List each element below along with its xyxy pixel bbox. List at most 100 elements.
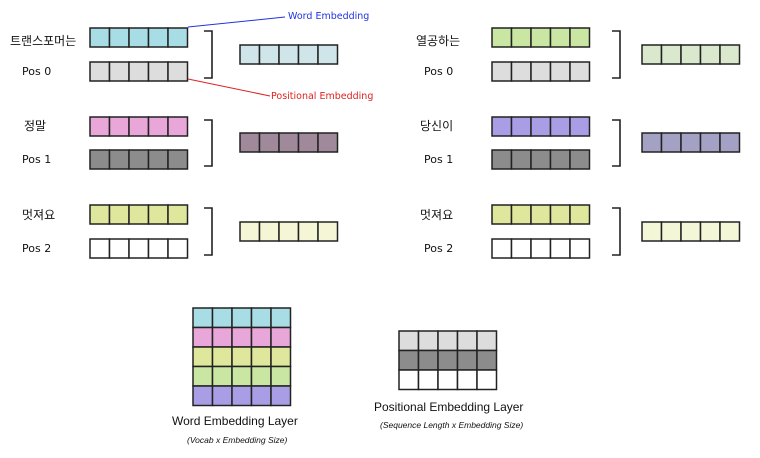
left-pos-vector-0-cell xyxy=(108,61,130,82)
right-word-vector-1-cell xyxy=(569,116,591,137)
word-layer-row-3-cell xyxy=(192,365,214,387)
right-word-vector-2-cell xyxy=(530,204,552,225)
positional-embedding-annotation: Positional Embedding xyxy=(271,91,374,102)
left-pos-vector-0-cell xyxy=(167,61,189,82)
left-word-vector-2-cell xyxy=(167,204,189,225)
positional-layer-row-1-cell xyxy=(456,349,478,371)
positional-layer-row-2-cell xyxy=(456,369,478,391)
word-layer-row-2-cell xyxy=(231,346,253,368)
positional-layer-row-0-cell xyxy=(437,330,459,352)
word-layer-row-4 xyxy=(192,385,292,407)
word-layer-row-0-cell xyxy=(270,307,292,329)
left-sum-vector-2-cell xyxy=(317,221,339,242)
left-word-vector-1-cell xyxy=(147,116,169,137)
word-layer-row-4-cell xyxy=(250,385,272,407)
word-layer-row-3-cell xyxy=(211,365,233,387)
word-layer-row-0 xyxy=(192,307,292,329)
right-sum-vector-0-cell xyxy=(641,44,663,65)
left-pos-vector-0-cell xyxy=(128,61,150,82)
left-sum-vector-2-cell xyxy=(258,221,280,242)
right-pos-vector-1-cell xyxy=(491,149,513,170)
positional-layer-row-1-cell xyxy=(437,349,459,371)
word-layer-row-2-cell xyxy=(250,346,272,368)
positional-layer-row-0-cell xyxy=(398,330,420,352)
right-sum-vector-2-cell xyxy=(719,221,741,242)
right-word-vector-1-cell xyxy=(491,116,513,137)
right-sum-vector-0 xyxy=(641,44,741,65)
left-sum-vector-0-cell xyxy=(297,44,319,65)
word-layer-row-0-cell xyxy=(192,307,214,329)
right-pos-vector-1-cell xyxy=(569,149,591,170)
word-layer-row-3-cell xyxy=(250,365,272,387)
right-pos-vector-1-cell xyxy=(530,149,552,170)
right-sum-vector-1-cell xyxy=(680,132,702,153)
right-sum-vector-0-cell xyxy=(699,44,721,65)
right-word-vector-0-cell xyxy=(569,27,591,48)
word-layer-row-2 xyxy=(192,346,292,368)
left-word-vector-0-cell xyxy=(108,27,130,48)
right-sum-vector-2 xyxy=(641,221,741,242)
right-word-vector-0 xyxy=(491,27,591,48)
right-word-vector-2 xyxy=(491,204,591,225)
left-pos-vector-2 xyxy=(89,238,189,259)
positional-layer-row-1-cell xyxy=(398,349,420,371)
positional-embedding-layer-subtitle: (Sequence Length x Embedding Size) xyxy=(380,420,524,430)
left-word-vector-2-cell xyxy=(147,204,169,225)
left-word-label-0: 트랜스포머는 xyxy=(10,34,77,48)
word-layer-row-1-cell xyxy=(192,326,214,348)
word-layer-row-0-cell xyxy=(250,307,272,329)
right-sum-vector-0-cell xyxy=(660,44,682,65)
left-sum-vector-0-cell xyxy=(258,44,280,65)
positional-layer-row-2-cell xyxy=(437,369,459,391)
right-word-vector-0-cell xyxy=(530,27,552,48)
right-word-vector-2-cell xyxy=(491,204,513,225)
word-layer-row-4-cell xyxy=(211,385,233,407)
left-word-vector-1-cell xyxy=(89,116,111,137)
left-sum-vector-2-cell xyxy=(278,221,300,242)
right-word-vector-1 xyxy=(491,116,591,137)
word-layer-row-3-cell xyxy=(231,365,253,387)
left-pos-label-0: Pos 0 xyxy=(22,65,52,78)
left-pos-vector-2-cell xyxy=(167,238,189,259)
word-layer-row-1 xyxy=(192,326,292,348)
right-word-label-0: 열공하는 xyxy=(416,34,461,48)
word-layer-row-2-cell xyxy=(270,346,292,368)
right-pos-vector-2-cell xyxy=(530,238,552,259)
right-word-label-2: 멋져요 xyxy=(420,208,454,222)
left-word-vector-1-cell xyxy=(167,116,189,137)
positional-layer-row-0-cell xyxy=(476,330,498,352)
left-bracket-2 xyxy=(204,207,213,256)
positional-layer-row-2 xyxy=(398,369,498,391)
left-sum-vector-0-cell xyxy=(317,44,339,65)
right-pos-vector-0-cell xyxy=(569,61,591,82)
left-sum-vector-1-cell xyxy=(297,132,319,153)
right-bracket-0 xyxy=(612,30,621,79)
left-word-vector-2 xyxy=(89,204,189,225)
left-pos-label-1: Pos 1 xyxy=(22,153,52,166)
right-word-vector-1-cell xyxy=(510,116,532,137)
left-pos-vector-2-cell xyxy=(89,238,111,259)
word-embedding-layer-subtitle: (Vocab x Embedding Size) xyxy=(187,435,288,445)
word-layer-row-2-cell xyxy=(192,346,214,368)
left-pos-vector-2-cell xyxy=(108,238,130,259)
right-sum-vector-1-cell xyxy=(641,132,663,153)
positional-layer-row-0-cell xyxy=(417,330,439,352)
left-pos-vector-0 xyxy=(89,61,189,82)
positional-layer-row-0 xyxy=(398,330,498,352)
left-bracket-0 xyxy=(204,30,213,79)
word-embedding-annotation: Word Embedding xyxy=(288,11,370,22)
left-word-label-2: 멋져요 xyxy=(22,208,56,222)
left-word-vector-0-cell xyxy=(89,27,111,48)
left-word-label-1: 정말 xyxy=(24,119,47,133)
word-layer-row-1-cell xyxy=(270,326,292,348)
right-word-vector-2-cell xyxy=(549,204,571,225)
left-sum-vector-2-cell xyxy=(297,221,319,242)
left-pos-vector-1 xyxy=(89,149,189,170)
word-layer-row-1-cell xyxy=(231,326,253,348)
left-word-vector-0-cell xyxy=(167,27,189,48)
right-pos-vector-0 xyxy=(491,61,591,82)
right-sum-vector-0-cell xyxy=(680,44,702,65)
positional-layer-row-1-cell xyxy=(476,349,498,371)
left-sum-vector-1-cell xyxy=(317,132,339,153)
word-layer-row-1-cell xyxy=(211,326,233,348)
